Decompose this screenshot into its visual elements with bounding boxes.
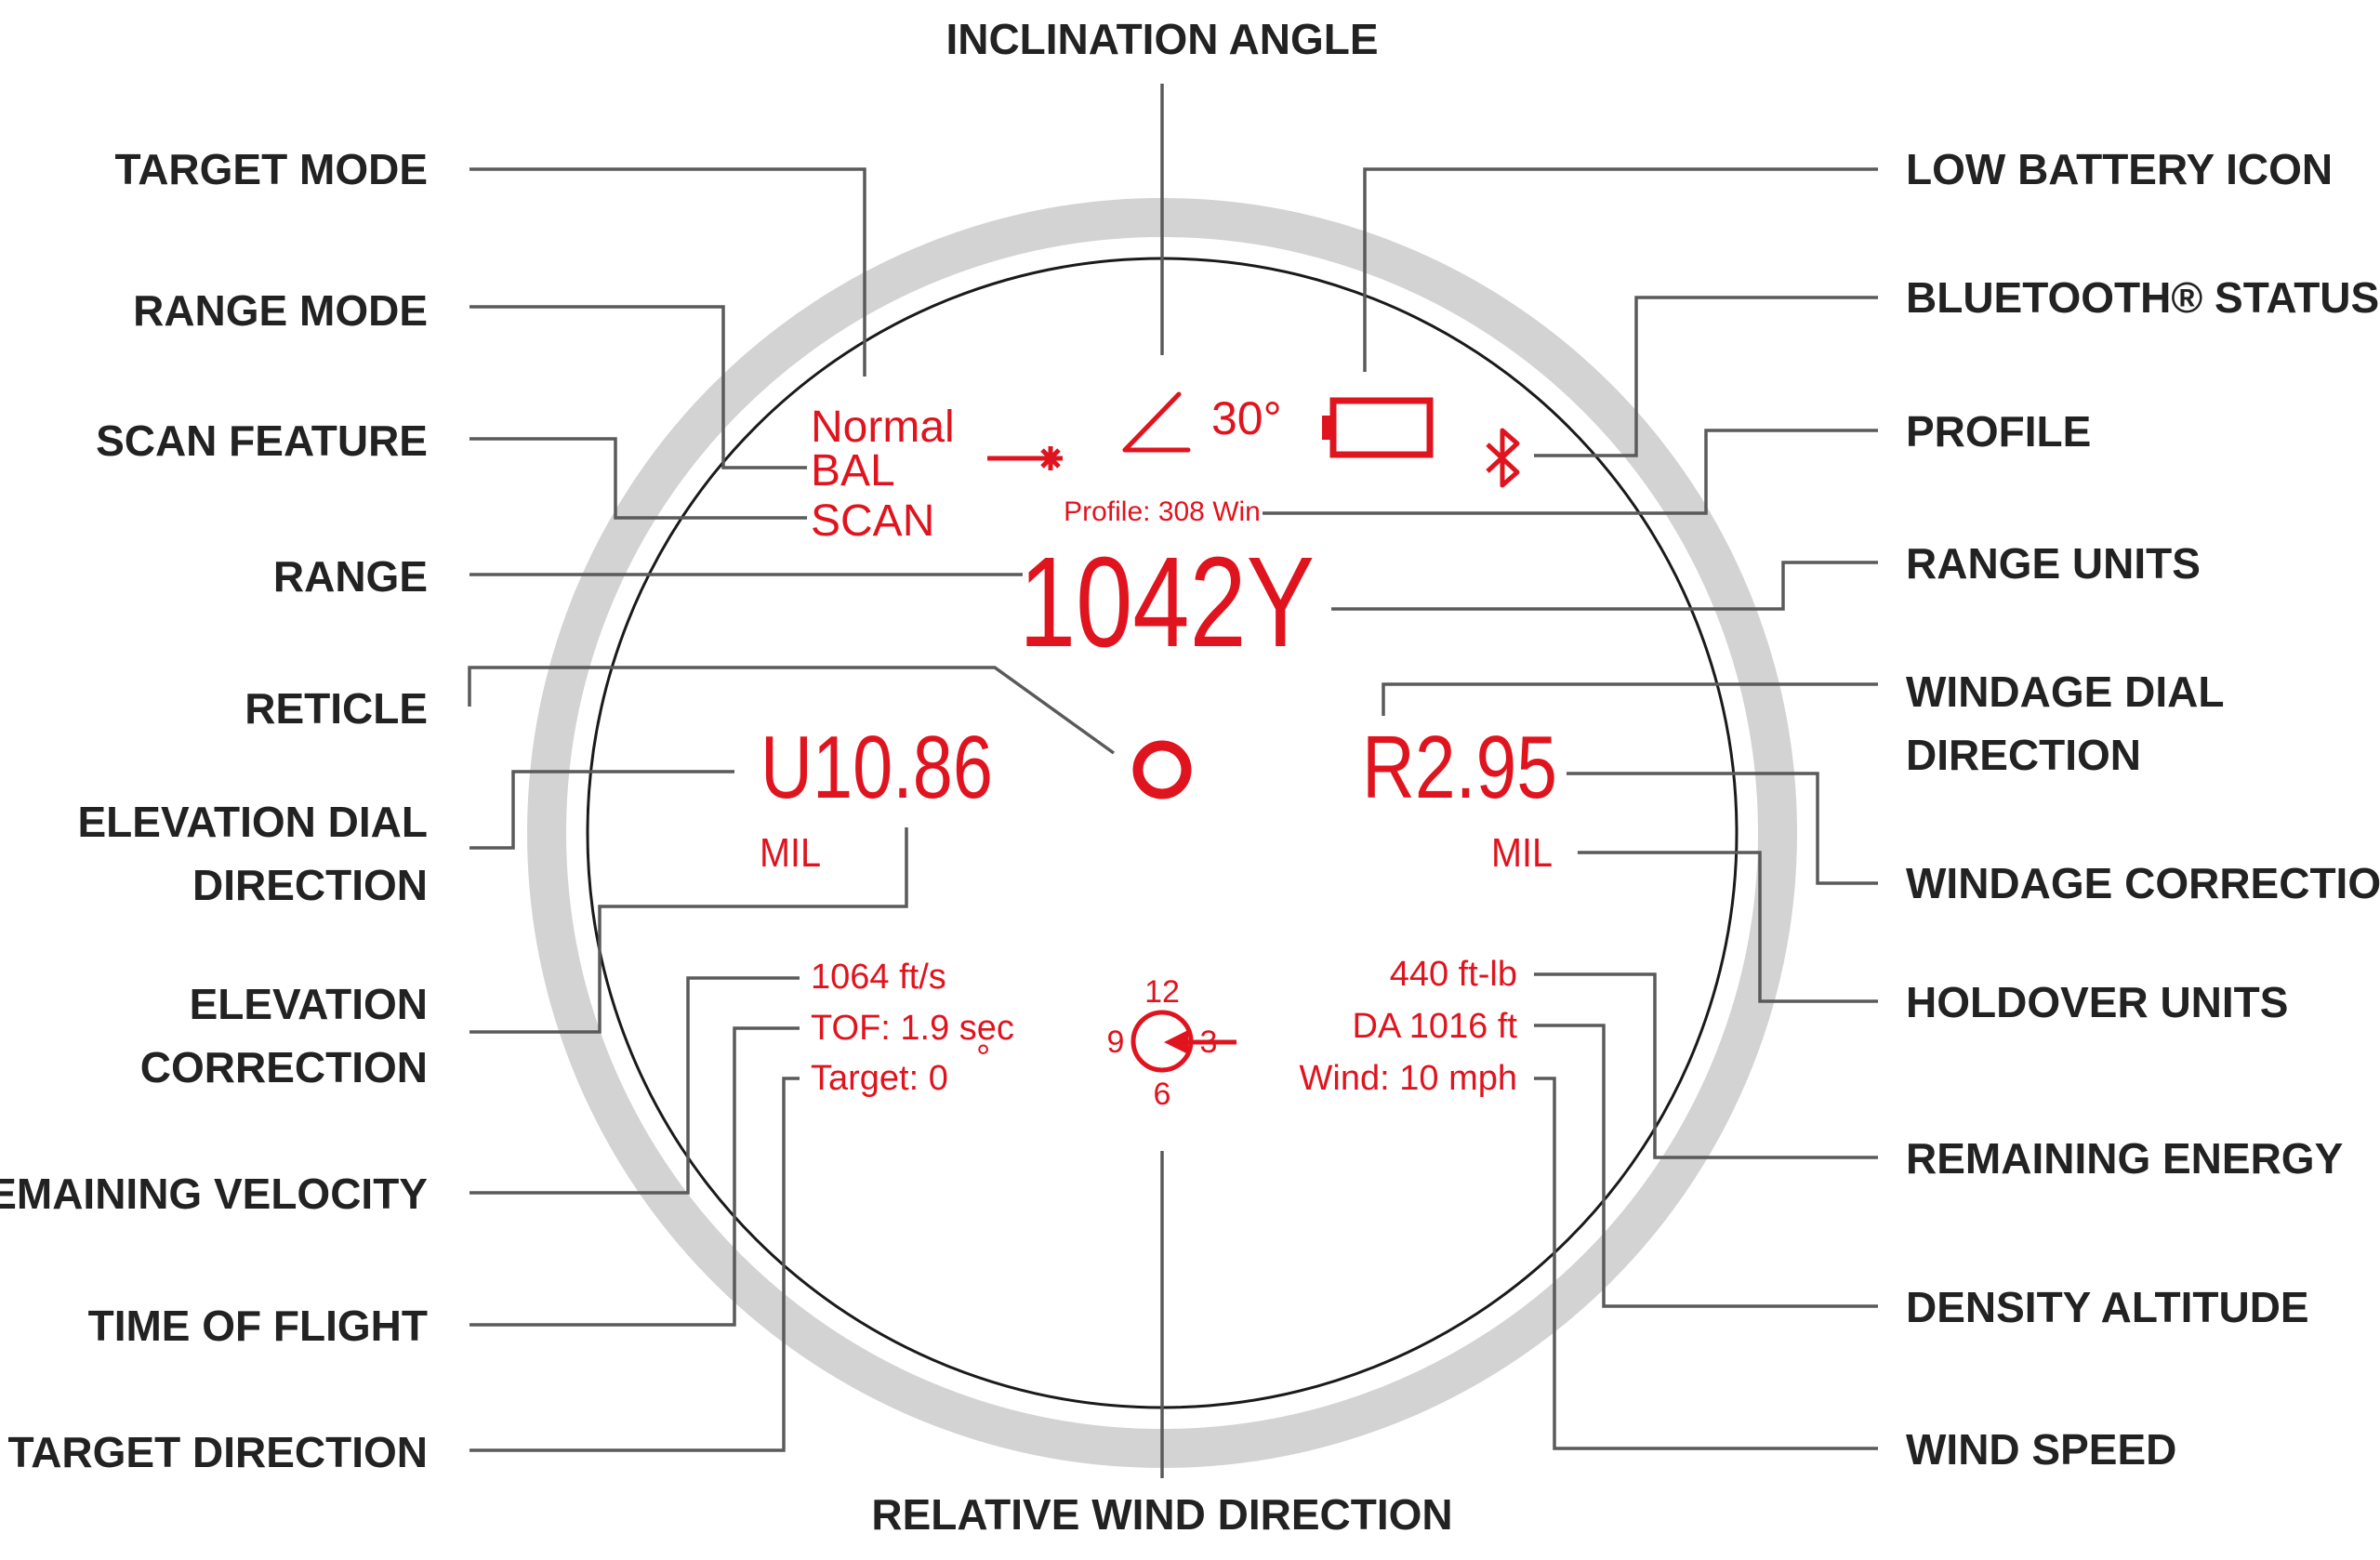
callout-elevation-dial-direction-line2: DIRECTION [192,861,428,909]
reticle-icon [1132,740,1192,800]
display-wind: Wind: 10 mph [1300,1059,1517,1098]
leader-range-mode [469,305,807,469]
callout-range-mode: RANGE MODE [133,286,428,335]
inclination-angle-icon [1122,391,1191,453]
bluetooth-icon [1486,428,1520,488]
leader-elevation-dial-direction [469,770,734,850]
callout-elevation-dial-direction-line1: ELEVATION DIAL [77,798,428,846]
display-velocity: 1064 ft/s [811,958,946,997]
clock-9: 9 [1107,1025,1125,1060]
leader-windage-dial-direction [1382,682,1878,716]
leader-lines [468,84,1878,1478]
display-energy: 440 ft-lb [1390,955,1517,994]
display-windage: R2.95 [1362,718,1557,817]
callout-profile: PROFILE [1906,407,2091,456]
clock-6: 6 [1154,1077,1171,1112]
callout-elevation-correction-line1: ELEVATION [190,980,428,1028]
callout-windage-dial-direction-line2: DIRECTION [1906,731,2141,779]
callout-range: RANGE [273,552,428,601]
display-target: Target: 0 [811,1059,948,1098]
clock-12: 12 [1144,974,1180,1010]
callout-windage-dial-direction-line1: WINDAGE DIAL [1906,668,2224,716]
laser-icon [987,446,1063,470]
leader-wind-speed [1534,1077,1878,1450]
display-target-mode: Normal [811,403,955,452]
leader-profile [1263,429,1878,515]
battery-icon [1322,397,1434,458]
callout-holdover-units: HOLDOVER UNITS [1906,978,2288,1026]
display-scan: SCAN [811,496,934,546]
callout-remaining-energy: REMAINING ENERGY [1906,1134,2343,1183]
display-windage-units: MIL [1491,830,1553,876]
leader-remaining-energy [1534,972,1878,1159]
leader-scan-feature [469,437,807,520]
leader-windage-correction [1567,772,1878,885]
wind-arrow-icon [1164,1030,1236,1054]
leader-reticle [468,666,1116,755]
display-profile: Profile: 308 Win [1064,496,1261,527]
callout-inclination-angle: INCLINATION ANGLE [945,15,1378,63]
callout-scan-feature: SCAN FEATURE [96,416,428,465]
callout-wind-speed: WIND SPEED [1906,1425,2176,1474]
callout-density-altitude: DENSITY ALTITUDE [1906,1283,2309,1331]
callout-target-direction: TARGET DIRECTION [8,1428,428,1476]
callout-low-battery-icon: LOW BATTERY ICON [1906,145,2333,193]
callout-time-of-flight: TIME OF FLIGHT [88,1302,428,1350]
display-inclination: 30° [1211,392,1282,444]
display-range-mode: BAL [811,446,895,496]
wind-clock-icon: 12 3 6 9 [1107,974,1236,1112]
leader-bluetooth-status [1534,296,1878,457]
display-tof: TOF: 1.9 sec [811,1009,1014,1048]
callout-reticle: RETICLE [245,684,428,733]
leader-holdover-units [1578,851,1878,1003]
callout-bluetooth-status: BLUETOOTH® STATUS [1906,273,2379,322]
display-elevation-units: MIL [760,830,821,876]
callout-remaining-velocity: REMAINING VELOCITY [0,1170,428,1218]
leader-time-of-flight [469,1026,800,1327]
callout-windage-correction: WINDAGE CORRECTION [1906,859,2380,907]
leader-range-units [1331,561,1878,611]
display-density-altitude: DA 1016 ft [1353,1007,1518,1046]
callout-range-units: RANGE UNITS [1906,539,2201,588]
callout-target-mode: TARGET MODE [115,145,428,193]
leader-target-direction [469,1077,800,1452]
leader-low-battery-icon [1363,167,1878,372]
leader-target-mode [469,167,866,377]
display-range: 1042Y [1019,531,1315,674]
display-target-degree: ° [976,1038,990,1077]
display-elevation: U10.86 [760,718,993,817]
leader-elevation-correction [469,827,908,1034]
callout-relative-wind-direction: RELATIVE WIND DIRECTION [871,1490,1452,1539]
callout-elevation-correction-line2: CORRECTION [140,1043,428,1091]
leader-density-altitude [1534,1024,1878,1308]
leader-remaining-velocity [469,976,800,1195]
